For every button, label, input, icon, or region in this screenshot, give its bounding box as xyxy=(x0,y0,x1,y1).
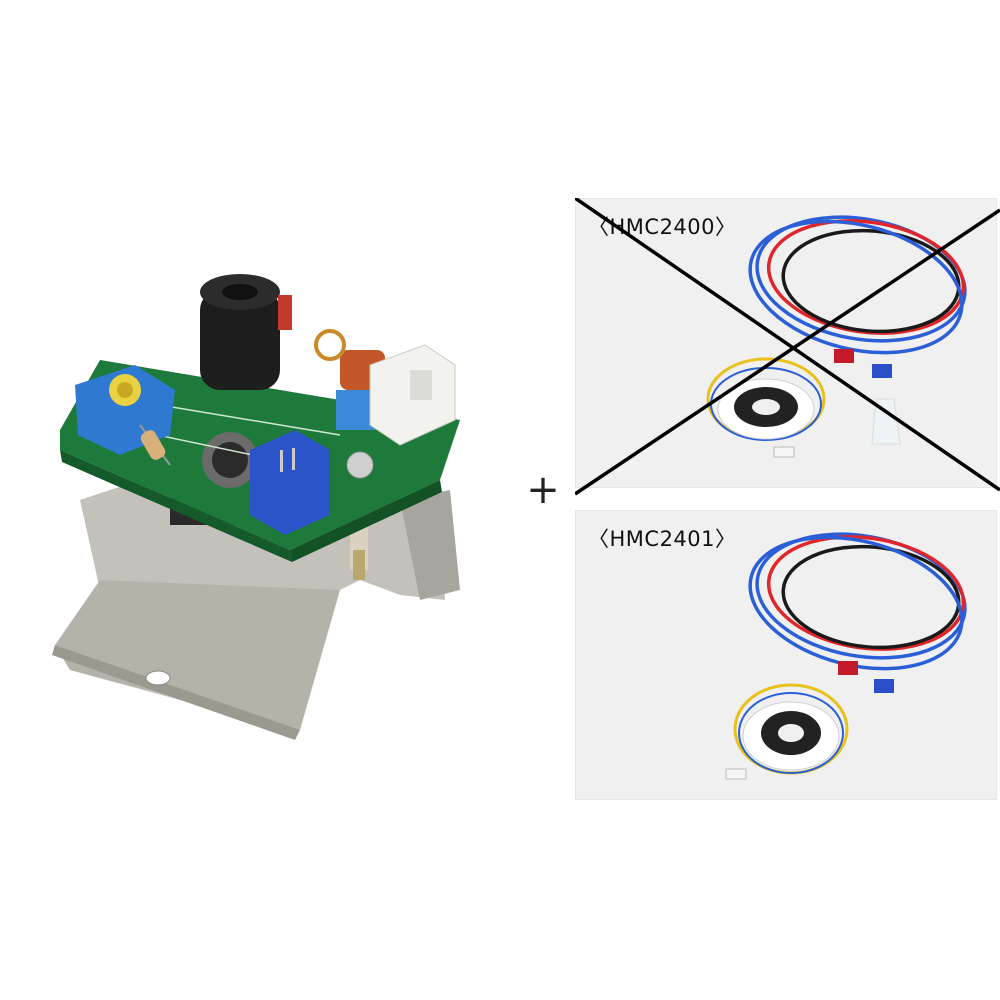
inductor xyxy=(200,274,292,390)
blue-connector xyxy=(250,430,330,535)
pcb-board-image xyxy=(52,274,460,740)
red-terminal xyxy=(838,661,858,675)
product-label: 〈HMC2401〉 xyxy=(588,527,737,551)
product-panel-hmc2400: 〈HMC2400〉 xyxy=(575,198,997,488)
capacitors xyxy=(314,329,385,430)
ultrasonic-disc-image xyxy=(725,683,849,780)
blue-terminal xyxy=(874,679,894,693)
product-panel-hmc2401: 〈HMC2401〉 xyxy=(575,510,997,800)
ultrasonic-disc-image xyxy=(706,357,901,458)
clear-cap xyxy=(871,398,901,445)
plus-sign: + xyxy=(526,467,560,513)
wire-harness-image xyxy=(748,532,967,693)
product-label: 〈HMC2400〉 xyxy=(588,215,737,239)
metal-bracket xyxy=(52,480,460,740)
screw xyxy=(346,451,374,479)
white-connector xyxy=(369,344,456,446)
resistor xyxy=(139,424,171,466)
